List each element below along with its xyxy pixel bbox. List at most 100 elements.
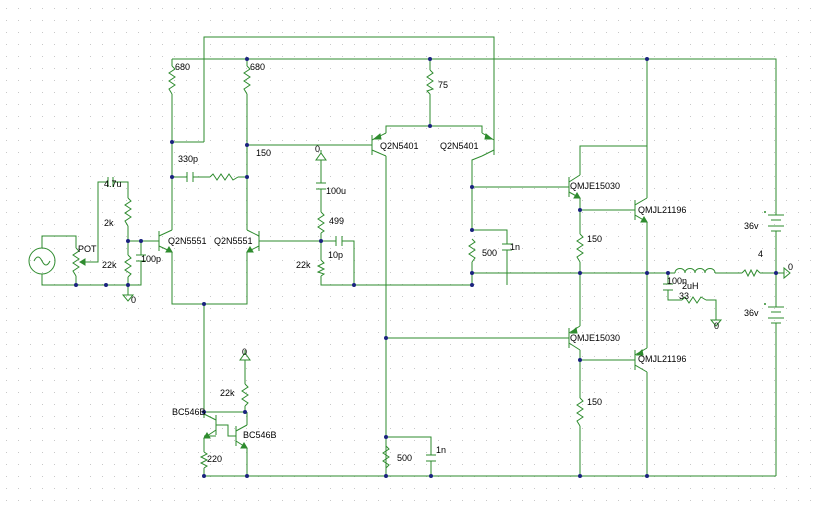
resistor-4 bbox=[741, 268, 761, 278]
label-c-1n-bot: 1n bbox=[436, 445, 446, 455]
resistor-75 bbox=[426, 69, 435, 95]
label-q5: QMJE15030 bbox=[570, 181, 620, 191]
ground-symbol-zobel bbox=[709, 319, 723, 327]
label-r-150-low: 150 bbox=[587, 397, 602, 407]
label-c-330p: 330p bbox=[178, 154, 198, 164]
junction-dot bbox=[170, 175, 174, 179]
resistor-22k-bias bbox=[241, 383, 249, 407]
resistor-150-mid bbox=[576, 233, 584, 263]
resistor-33 bbox=[681, 296, 707, 304]
resistor-500-top bbox=[468, 238, 476, 263]
label-c-100p: 100p bbox=[141, 254, 161, 264]
label-q2: Q2N5551 bbox=[214, 236, 253, 246]
junction-dot bbox=[645, 57, 649, 61]
resistor-500-bot-zig bbox=[382, 437, 390, 476]
junction-dot bbox=[245, 143, 249, 147]
label-r-500-bot: 500 bbox=[397, 453, 412, 463]
label-c-1n-top: 1n bbox=[510, 242, 520, 252]
junction-dot bbox=[384, 336, 388, 340]
label-q7: QMJE15030 bbox=[570, 333, 620, 343]
label-r-22k-in: 22k bbox=[102, 260, 117, 270]
junction-dot bbox=[170, 140, 174, 144]
label-c-100u: 100u bbox=[326, 186, 346, 196]
junction-dot bbox=[470, 271, 474, 275]
label-r-680-left: 680 bbox=[175, 62, 190, 72]
label-q10: BC546B bbox=[243, 430, 277, 440]
junction-dot bbox=[428, 57, 432, 61]
capacitor-10p bbox=[335, 236, 343, 246]
label-ind-2uh: 2uH bbox=[682, 281, 699, 291]
label-r-33: 33 bbox=[679, 291, 689, 301]
label-gnd-0-top: 0 bbox=[315, 144, 320, 154]
label-v-top: 36v bbox=[744, 221, 759, 231]
label-q4: Q2N5401 bbox=[440, 141, 479, 151]
junction-dot bbox=[645, 474, 649, 478]
label-gnd-0-out: 0 bbox=[788, 262, 793, 272]
transistor-q4-pnp bbox=[481, 132, 495, 157]
resistor-22k-in bbox=[124, 254, 132, 278]
transistor-q3-pnp bbox=[371, 132, 387, 157]
junction-dot bbox=[104, 283, 108, 287]
label-gnd-0-in: 0 bbox=[131, 295, 136, 305]
junction-dot bbox=[578, 474, 582, 478]
junction-dot bbox=[202, 302, 206, 306]
label-v-bot: 36v bbox=[744, 308, 759, 318]
junction-dot bbox=[578, 208, 582, 212]
junction-dot bbox=[245, 474, 249, 478]
resistor-150-low bbox=[576, 397, 584, 427]
capacitor-330p bbox=[186, 172, 194, 182]
junction-dot bbox=[578, 271, 582, 275]
junction-dot bbox=[126, 283, 130, 287]
grid-dots bbox=[6, 8, 811, 501]
label-gnd-0-zobel: 0 bbox=[714, 321, 719, 331]
resistor-series-feedback bbox=[209, 173, 239, 181]
junction-dot bbox=[74, 283, 78, 287]
capacitor-100p bbox=[136, 254, 146, 270]
label-c-10p: 10p bbox=[328, 250, 343, 260]
junction-dot bbox=[429, 474, 433, 478]
junction-dot bbox=[666, 271, 670, 275]
label-pot: POT bbox=[78, 244, 97, 254]
label-r-22k-bias: 22k bbox=[220, 388, 235, 398]
label-r-500-top: 500 bbox=[482, 248, 497, 258]
transistor-q5-npn bbox=[568, 174, 581, 199]
transistor-q8-pnp bbox=[634, 347, 648, 373]
junction-dot bbox=[384, 474, 388, 478]
label-r-150-mid: 150 bbox=[587, 234, 602, 244]
inductor-2uH bbox=[674, 268, 716, 274]
junction-dot bbox=[470, 228, 474, 232]
label-q1: Q2N5551 bbox=[168, 236, 207, 246]
transistor-q7-pnp bbox=[568, 325, 581, 351]
ground-symbol-output bbox=[783, 266, 791, 280]
resistor-220 bbox=[199, 451, 209, 469]
junction-dot bbox=[202, 474, 206, 478]
junction-dot bbox=[428, 124, 432, 128]
label-gnd-0-bias: 0 bbox=[242, 347, 247, 357]
junction-dot bbox=[578, 358, 582, 362]
label-q9: BC546B bbox=[172, 407, 206, 417]
transistor-q10-npn bbox=[235, 424, 248, 449]
transistor-q6-npn bbox=[634, 197, 648, 223]
label-r-22k-fb: 22k bbox=[296, 260, 311, 270]
potentiometer bbox=[72, 247, 80, 277]
junction-dot bbox=[319, 239, 323, 243]
ground-symbol-input bbox=[121, 294, 135, 302]
junction-dot bbox=[470, 185, 474, 189]
components bbox=[28, 65, 791, 476]
label-r-4: 4 bbox=[758, 249, 763, 259]
junction-dot bbox=[245, 175, 249, 179]
ground-symbol-bias bbox=[239, 350, 251, 361]
labels: 680 680 75 330p 150 Q2N5551 Q2N5551 4.7u… bbox=[78, 62, 793, 464]
label-r-2k: 2k bbox=[104, 218, 114, 228]
transistor-q2-npn bbox=[246, 229, 260, 253]
junction-dot bbox=[352, 283, 356, 287]
junction-dot bbox=[139, 239, 143, 243]
junction-dot bbox=[245, 57, 249, 61]
battery-top bbox=[768, 214, 784, 238]
junction-dot bbox=[202, 410, 206, 414]
pot-wiper-arrow bbox=[79, 258, 86, 266]
junction-dot bbox=[645, 271, 649, 275]
ac-source bbox=[28, 247, 56, 275]
junction-dot bbox=[126, 239, 130, 243]
